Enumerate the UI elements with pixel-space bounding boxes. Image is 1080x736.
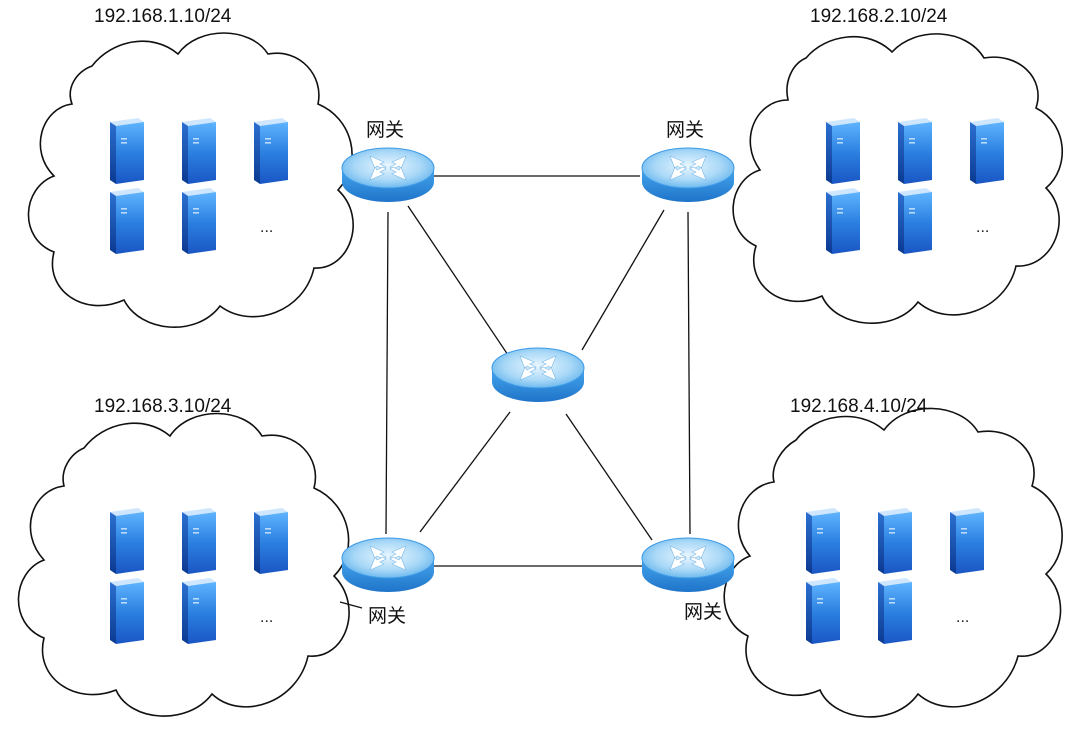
server-icon[interactable]	[878, 578, 912, 644]
gateway-label-4: 网关	[684, 601, 722, 623]
link-gw2-core	[581, 209, 665, 351]
server-icon[interactable]	[254, 508, 288, 574]
server-icon[interactable]	[878, 508, 912, 574]
server-icon[interactable]	[826, 118, 860, 184]
subnet-label-3: 192.168.3.10/24	[94, 396, 232, 417]
server-icon[interactable]	[898, 118, 932, 184]
server-icon[interactable]	[826, 188, 860, 254]
server-icon[interactable]	[110, 508, 144, 574]
server-icon[interactable]	[970, 118, 1004, 184]
link-gw1-core	[407, 205, 511, 359]
router-icon-core[interactable]	[491, 347, 585, 403]
server-icon[interactable]	[182, 508, 216, 574]
server-icon[interactable]	[254, 118, 288, 184]
more-servers-4: ...	[956, 609, 969, 626]
router-icon-gw3[interactable]	[341, 537, 435, 593]
server-icon[interactable]	[806, 508, 840, 574]
server-icon[interactable]	[110, 188, 144, 254]
subnet-label-4: 192.168.4.10/24	[790, 396, 928, 417]
server-icon[interactable]	[182, 118, 216, 184]
router-icon-gw4[interactable]	[641, 537, 735, 593]
subnet-cloud-2	[732, 33, 1064, 324]
server-icon[interactable]	[182, 578, 216, 644]
server-icon[interactable]	[806, 578, 840, 644]
gateway-label-2: 网关	[666, 119, 704, 141]
more-servers-1: ...	[260, 219, 273, 236]
server-icon[interactable]	[110, 578, 144, 644]
subnet-label-1: 192.168.1.10/24	[94, 6, 232, 27]
gateway-label-3: 网关	[368, 605, 406, 627]
link-gw2-gw4	[687, 211, 691, 535]
link-gw3-core	[419, 411, 511, 533]
subnet-label-2: 192.168.2.10/24	[810, 6, 948, 27]
more-servers-3: ...	[260, 609, 273, 626]
link-gw4-core	[565, 413, 653, 541]
link-gw3-label	[339, 601, 363, 609]
server-icon[interactable]	[110, 118, 144, 184]
router-icon-gw2[interactable]	[641, 147, 735, 203]
link-gw1-gw3	[385, 211, 389, 535]
server-icon[interactable]	[950, 508, 984, 574]
server-icon[interactable]	[898, 188, 932, 254]
gateway-label-1: 网关	[366, 119, 404, 141]
router-icon-gw1[interactable]	[341, 147, 435, 203]
network-links	[339, 175, 691, 609]
more-servers-2: ...	[976, 219, 989, 236]
server-icon[interactable]	[182, 188, 216, 254]
